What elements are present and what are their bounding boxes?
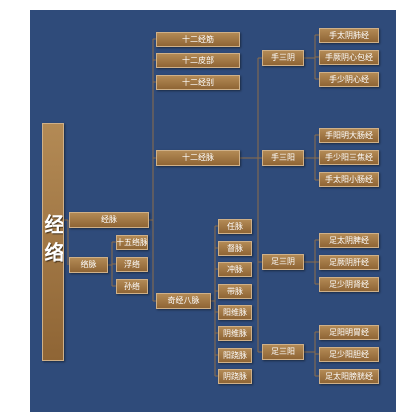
- group-zusanyang: 足三阳: [262, 344, 304, 360]
- qijing-item: 任脉: [218, 219, 252, 234]
- qijing-item: 督脉: [218, 241, 252, 256]
- qijing-item: 带脉: [218, 284, 252, 299]
- meridian-item: 手阳明大肠经: [319, 128, 379, 143]
- group-shousanyin: 手三阴: [262, 50, 304, 66]
- meridian-item: 手少阴心经: [319, 72, 379, 87]
- meridian-item: 手太阴肺经: [319, 28, 379, 43]
- qijing-item: 阳维脉: [218, 305, 252, 320]
- qijing-item: 阴维脉: [218, 326, 252, 341]
- node-qijing: 奇经八脉: [156, 293, 211, 309]
- meridian-item: 足厥阴肝经: [319, 255, 379, 270]
- node-jingmai: 经脉: [69, 212, 149, 228]
- group-shousanyang: 手三阳: [262, 150, 304, 166]
- meridian-item: 手太阳小肠经: [319, 172, 379, 187]
- meridian-item: 足阳明胃经: [319, 325, 379, 340]
- node-jingmai12: 十二经脉: [156, 150, 240, 166]
- node-fuluo: 浮络: [116, 257, 148, 272]
- meridian-item: 手厥阴心包经: [319, 50, 379, 65]
- node-jingjin: 十二经筋: [156, 32, 240, 47]
- root-node: 经络: [42, 123, 64, 361]
- qijing-item: 阴跷脉: [218, 369, 252, 384]
- node-jingbie: 十二经别: [156, 75, 240, 90]
- node-shiwu-luomai: 十五络脉: [116, 235, 148, 250]
- meridian-item: 足太阳膀胱经: [319, 369, 379, 384]
- node-pibu: 十二皮部: [156, 53, 240, 68]
- meridian-item: 手少阳三焦经: [319, 150, 379, 165]
- meridian-item: 足少阳胆经: [319, 347, 379, 362]
- qijing-item: 冲脉: [218, 262, 252, 277]
- meridian-item: 足太阴脾经: [319, 233, 379, 248]
- meridian-item: 足少阴肾经: [319, 277, 379, 292]
- group-zusanyin: 足三阴: [262, 254, 304, 270]
- qijing-item: 阳跷脉: [218, 348, 252, 363]
- node-sunluo: 孙络: [116, 279, 148, 294]
- node-luomai: 络脉: [69, 257, 108, 273]
